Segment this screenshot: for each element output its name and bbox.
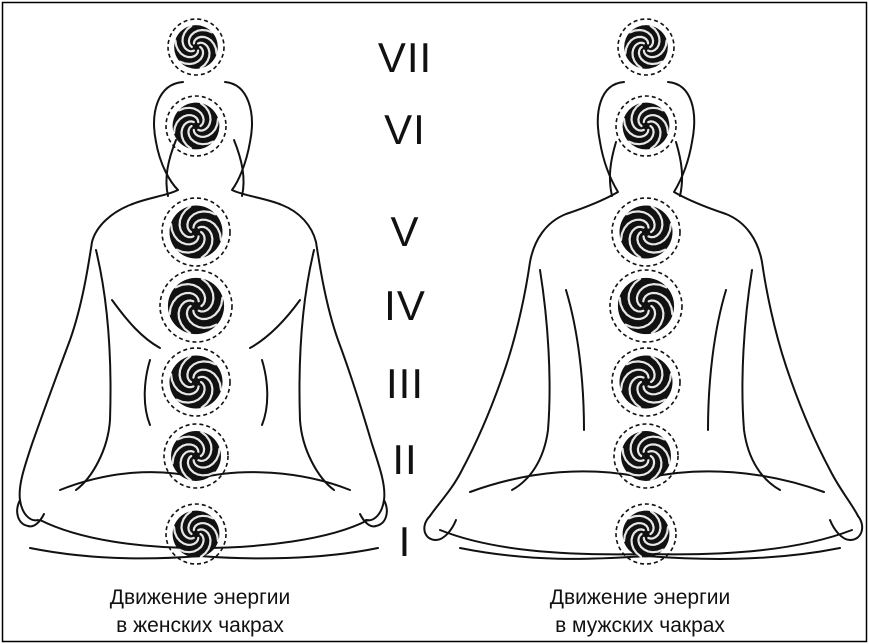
male-neck-outline: [610, 142, 682, 196]
caption-male-line-1: Движение энергии: [480, 584, 800, 612]
female-neck-outline: [166, 140, 243, 196]
caption-female: Движение энергии в женских чакрах: [40, 584, 360, 640]
caption-female-line-1: Движение энергии: [40, 584, 360, 612]
numeral-vii: VII: [345, 34, 465, 82]
numeral-vi: VI: [345, 106, 465, 154]
numeral-v: V: [345, 208, 465, 256]
caption-female-line-2: в женских чакрах: [40, 612, 360, 640]
caption-male-line-2: в мужских чакрах: [480, 612, 800, 640]
caption-male: Движение энергии в мужских чакрах: [480, 584, 800, 640]
numeral-iv: IV: [345, 282, 465, 330]
numeral-i: I: [345, 518, 465, 566]
male-body-right-outline: [668, 82, 858, 516]
numeral-ii: II: [345, 436, 465, 484]
numeral-iii: III: [345, 360, 465, 408]
